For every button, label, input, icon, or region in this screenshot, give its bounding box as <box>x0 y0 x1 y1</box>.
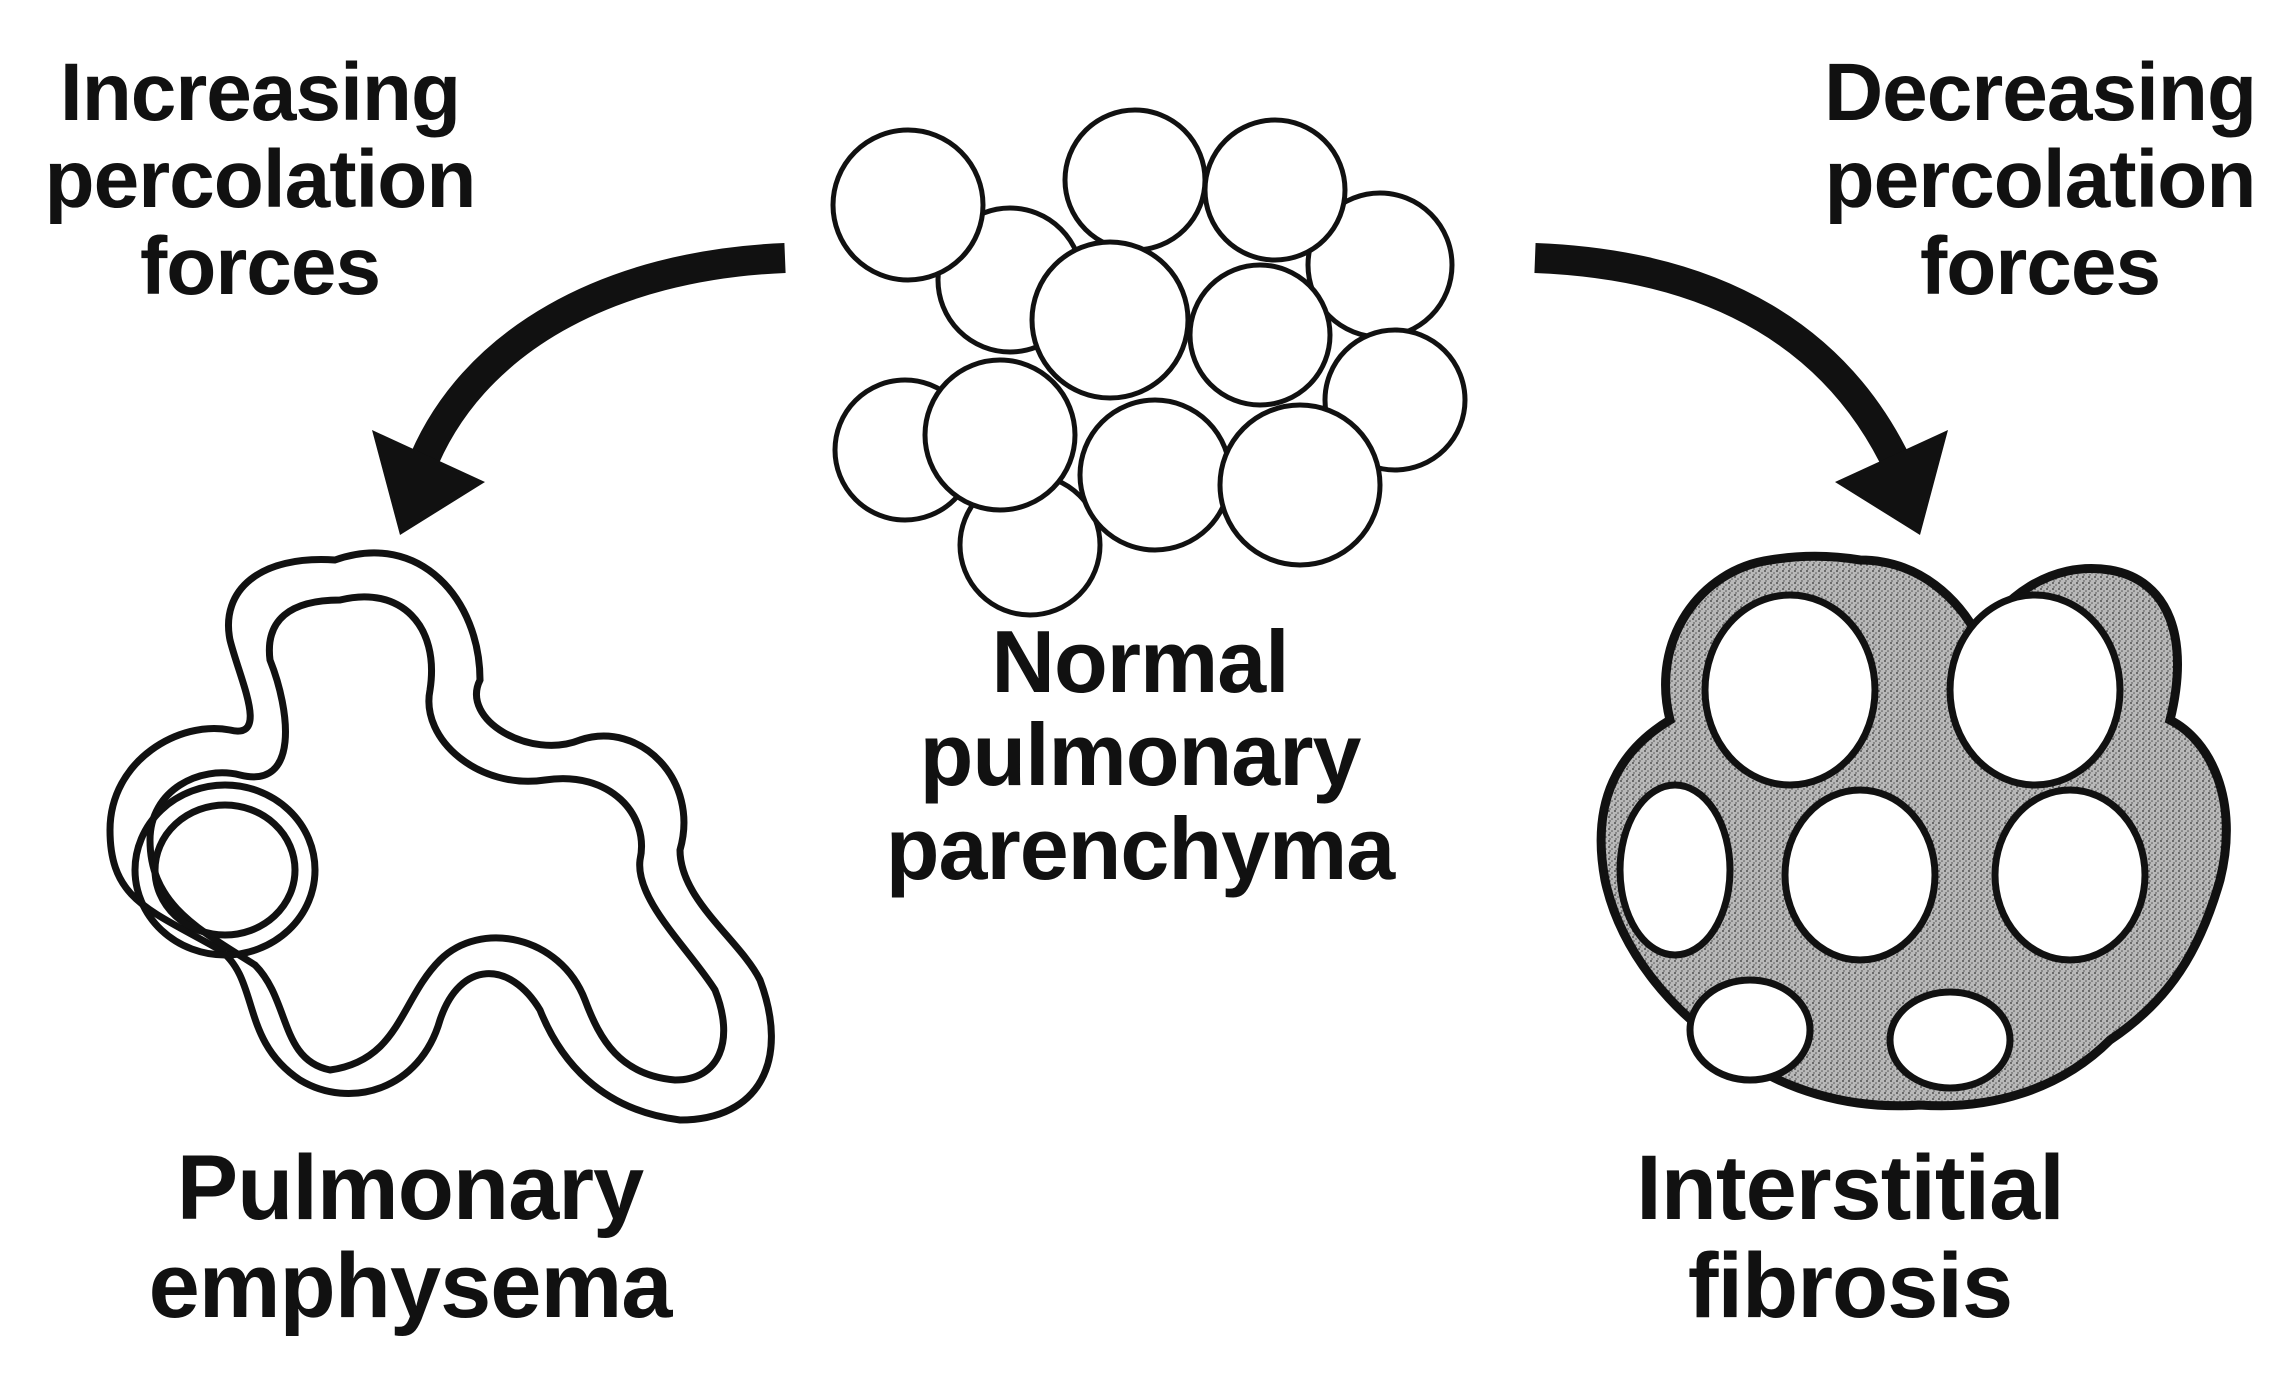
right-arrow <box>1534 243 1948 535</box>
fibrosis-tissue <box>1596 551 2231 1111</box>
label-line: Interstitial <box>1636 1137 2065 1239</box>
label-line: Pulmonary <box>176 1137 644 1239</box>
fibrosis-airspace <box>1991 786 2149 964</box>
label-line: Increasing <box>59 47 461 138</box>
label-decreasing-percolation: Decreasing percolation forces <box>1790 47 2287 312</box>
alveolus <box>1217 402 1383 568</box>
label-interstitial-fibrosis: Interstitial fibrosis <box>1560 1137 2140 1337</box>
fibrosis-airspace <box>1686 976 1814 1084</box>
alveolus <box>1029 239 1191 401</box>
label-line: parenchyma <box>885 798 1395 898</box>
label-line: pulmonary <box>919 705 1362 805</box>
label-normal-parenchyma: Normal pulmonary parenchyma <box>830 615 1450 895</box>
alveolus <box>830 127 986 283</box>
label-line: fibrosis <box>1687 1234 2013 1337</box>
label-line: forces <box>1919 220 2161 312</box>
alveolus <box>922 357 1078 513</box>
emphysema-small-airspace <box>151 801 299 939</box>
fibrosis-airspace <box>1886 988 2014 1092</box>
fibrosis-airspace <box>1701 591 1879 789</box>
label-line: Normal <box>991 612 1289 711</box>
alveolus <box>1187 262 1333 408</box>
label-pulmonary-emphysema: Pulmonary emphysema <box>120 1137 700 1337</box>
alveolus <box>1077 397 1233 553</box>
label-line: forces <box>139 220 381 312</box>
normal-alveoli-cluster <box>830 107 1468 618</box>
fibrosis-airspace <box>1616 781 1734 959</box>
label-line: percolation <box>1824 133 2257 225</box>
label-line: percolation <box>44 133 477 225</box>
alveolus <box>1202 117 1348 263</box>
label-increasing-percolation: Increasing percolation forces <box>10 47 510 312</box>
label-line: emphysema <box>148 1234 673 1337</box>
emphysema-airspace <box>106 549 775 1124</box>
fibrosis-airspace <box>1781 786 1939 964</box>
left-arrow <box>372 243 786 535</box>
fibrosis-airspace <box>1946 591 2124 789</box>
alveolus <box>1062 107 1208 253</box>
label-line: Decreasing <box>1823 47 2257 138</box>
